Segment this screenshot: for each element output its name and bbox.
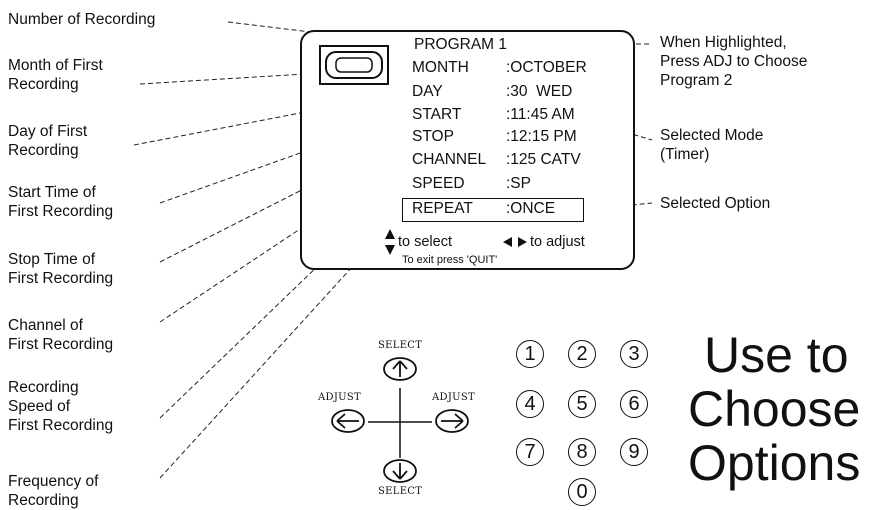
select-down-button[interactable] — [382, 458, 418, 484]
number-key-8[interactable]: 8 — [568, 438, 596, 466]
menu-key-speed: SPEED — [412, 175, 465, 192]
label-frequency: Frequency of Recording — [8, 473, 99, 509]
number-key-9[interactable]: 9 — [620, 438, 648, 466]
menu-value-day: :30 WED — [506, 83, 573, 100]
label-selected-mode: Selected Mode (Timer) — [660, 127, 764, 163]
number-key-5[interactable]: 5 — [568, 390, 596, 418]
label-stop-time: Stop Time of First Recording — [8, 251, 114, 287]
label-when-highlighted: When Highlighted, Press ADJ to Choose Pr… — [660, 34, 808, 89]
number-key-4[interactable]: 4 — [516, 390, 544, 418]
adjust-left-label: ADJUST — [318, 392, 361, 403]
program-title: PROGRAM 1 — [414, 36, 508, 53]
hint-select: to select — [398, 234, 452, 250]
select-bottom-label: SELECT — [378, 486, 423, 497]
label-month: Month of First Recording — [8, 57, 103, 93]
options-text: Options — [688, 435, 861, 491]
adjust-left-button[interactable] — [330, 408, 366, 434]
number-key-6[interactable]: 6 — [620, 390, 648, 418]
menu-value-channel: :125 CATV — [506, 151, 581, 168]
hint-exit: To exit press 'QUIT' — [402, 254, 498, 266]
label-number-of-recording: Number of Recording — [8, 11, 156, 28]
tv-screen — [300, 30, 635, 270]
cross-divider — [368, 388, 432, 458]
left-right-arrow-icon — [503, 237, 527, 247]
use-to-text: Use to — [704, 327, 849, 383]
label-selected-option: Selected Option — [660, 195, 771, 212]
menu-value-stop: :12:15 PM — [506, 128, 577, 145]
choose-text: Choose — [688, 381, 861, 437]
menu-key-channel: CHANNEL — [412, 151, 487, 168]
cassette-icon — [319, 45, 389, 85]
hint-adjust: to adjust — [530, 234, 585, 250]
label-start-time: Start Time of First Recording — [8, 184, 114, 220]
select-up-button[interactable] — [382, 356, 418, 382]
number-key-0[interactable]: 0 — [568, 478, 596, 506]
menu-value-month: :OCTOBER — [506, 59, 587, 76]
label-speed: Recording Speed of First Recording — [8, 379, 114, 434]
label-channel: Channel of First Recording — [8, 317, 114, 353]
selected-option-box — [402, 198, 584, 222]
menu-key-month: MONTH — [412, 59, 469, 76]
select-top-label: SELECT — [378, 340, 423, 351]
menu-key-repeat: REPEAT — [412, 200, 473, 217]
number-key-2[interactable]: 2 — [568, 340, 596, 368]
number-key-1[interactable]: 1 — [516, 340, 544, 368]
number-key-7[interactable]: 7 — [516, 438, 544, 466]
menu-value-repeat: :ONCE — [506, 200, 556, 217]
menu-key-day: DAY — [412, 83, 443, 100]
adjust-right-label: ADJUST — [432, 392, 475, 403]
label-day: Day of First Recording — [8, 123, 88, 159]
menu-key-stop: STOP — [412, 128, 454, 145]
menu-value-start: :11:45 AM — [506, 106, 575, 123]
adjust-right-button[interactable] — [434, 408, 470, 434]
number-key-3[interactable]: 3 — [620, 340, 648, 368]
up-down-arrow-icon — [385, 229, 395, 255]
menu-key-start: START — [412, 106, 462, 123]
menu-value-speed: :SP — [506, 175, 531, 192]
